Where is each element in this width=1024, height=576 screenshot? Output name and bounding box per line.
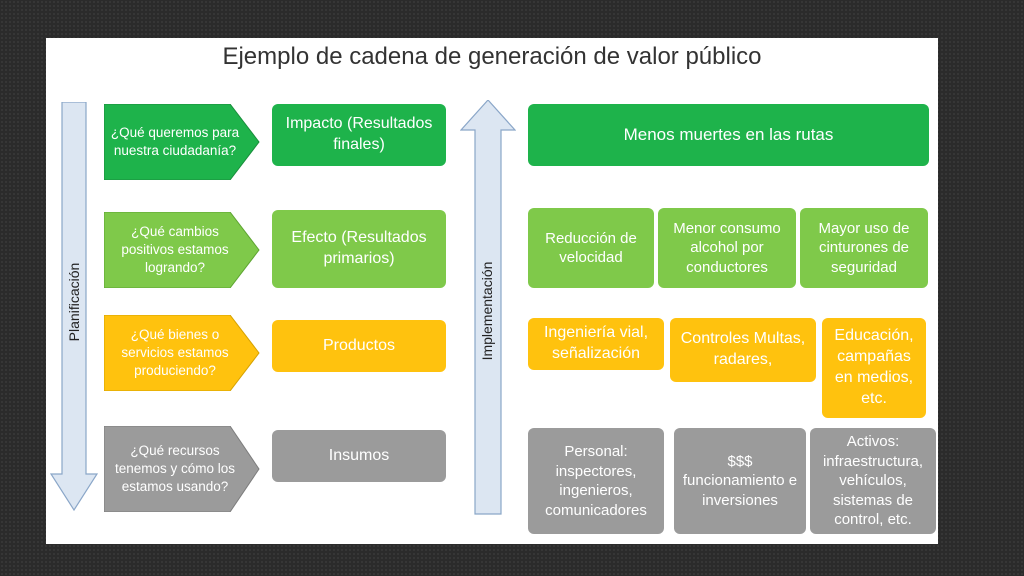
question-arrow-products: ¿Qué bienes o servicios estamos producie… bbox=[104, 315, 260, 391]
product-example: Ingeniería vial, señalización bbox=[528, 318, 664, 370]
question-text: ¿Qué bienes o servicios estamos producie… bbox=[121, 326, 229, 379]
input-example: Activos: infraestructura, vehículos, sis… bbox=[810, 428, 936, 534]
input-example: $$$ funcionamiento e inversiones bbox=[674, 428, 806, 534]
question-text: ¿Qué queremos para nuestra ciudadanía? bbox=[110, 124, 240, 158]
effect-example: Mayor uso de cinturones de seguridad bbox=[800, 208, 928, 288]
implementation-label: Implementación bbox=[479, 261, 495, 361]
planning-label: Planificación bbox=[66, 262, 82, 342]
question-arrow-inputs: ¿Qué recursos tenemos y cómo los estamos… bbox=[104, 426, 260, 512]
planning-arrow bbox=[50, 102, 98, 512]
question-arrow-effect: ¿Qué cambios positivos estamos logrando? bbox=[104, 212, 260, 288]
slide: Ejemplo de cadena de generación de valor… bbox=[46, 38, 938, 544]
implementation-arrow bbox=[460, 100, 516, 515]
question-text: ¿Qué cambios positivos estamos logrando? bbox=[121, 223, 229, 276]
level-products: Productos bbox=[272, 320, 446, 372]
product-example: Controles Multas, radares, bbox=[670, 318, 816, 382]
input-example: Personal: inspectores, ingenieros, comun… bbox=[528, 428, 664, 534]
level-impact: Impacto (Resultados finales) bbox=[272, 104, 446, 166]
slide-title: Ejemplo de cadena de generación de valor… bbox=[222, 43, 762, 70]
question-arrow-impact: ¿Qué queremos para nuestra ciudadanía? bbox=[104, 104, 260, 180]
impact-example: Menos muertes en las rutas bbox=[528, 104, 929, 166]
level-effect: Efecto (Resultados primarios) bbox=[272, 210, 446, 288]
product-example: Educación, campañas en medios, etc. bbox=[822, 318, 926, 418]
effect-example: Menor consumo alcohol por conductores bbox=[658, 208, 796, 288]
effect-example: Reducción de velocidad bbox=[528, 208, 654, 288]
level-inputs: Insumos bbox=[272, 430, 446, 482]
question-text: ¿Qué recursos tenemos y cómo los estamos… bbox=[114, 442, 236, 495]
